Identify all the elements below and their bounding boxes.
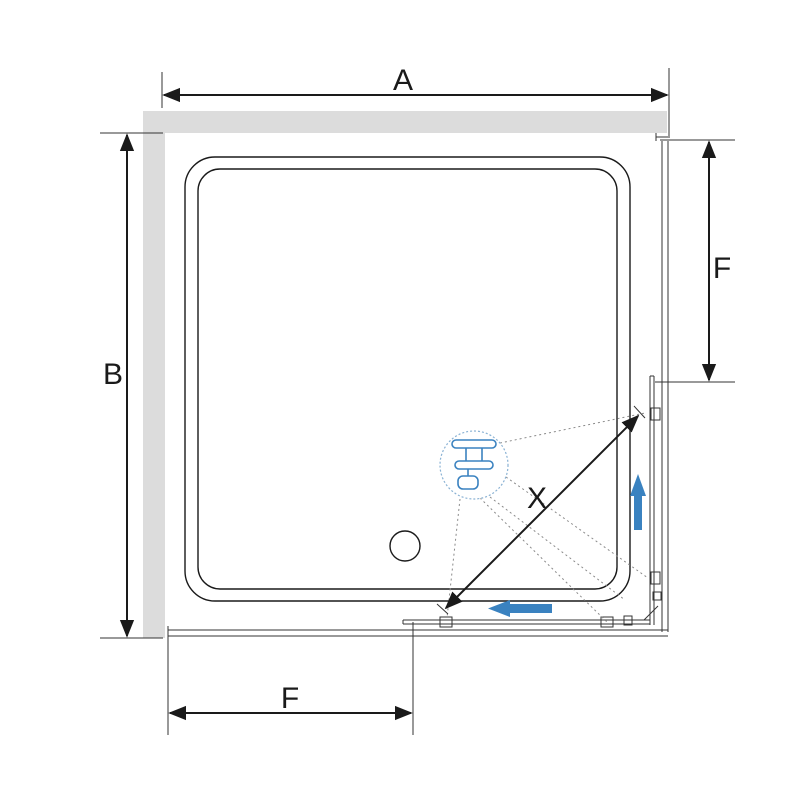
dimension-f-right: F — [655, 139, 735, 383]
sliding-door-bottom — [402, 605, 659, 628]
dimension-f-bottom-label: F — [281, 682, 299, 715]
shower-tray — [184, 156, 631, 602]
dimension-x: X — [436, 405, 646, 615]
glass-panel-bottom — [167, 626, 668, 637]
dimension-b-label: B — [103, 358, 123, 391]
glass-panel-right — [655, 133, 669, 632]
wheel-detail-icon — [439, 430, 509, 500]
dimension-a: A — [161, 64, 670, 138]
wall-left — [143, 111, 165, 638]
dimension-x-label: X — [527, 482, 547, 515]
drain-icon — [389, 530, 421, 562]
dimension-f-bottom: F — [167, 622, 414, 735]
dimension-b: B — [100, 132, 163, 639]
dimension-f-right-label: F — [713, 252, 731, 285]
dimension-a-label: A — [393, 64, 413, 97]
arrow-up-icon — [630, 474, 646, 530]
sliding-door-right — [649, 375, 662, 625]
wall-top — [143, 111, 667, 133]
arrow-left-icon — [488, 600, 552, 617]
